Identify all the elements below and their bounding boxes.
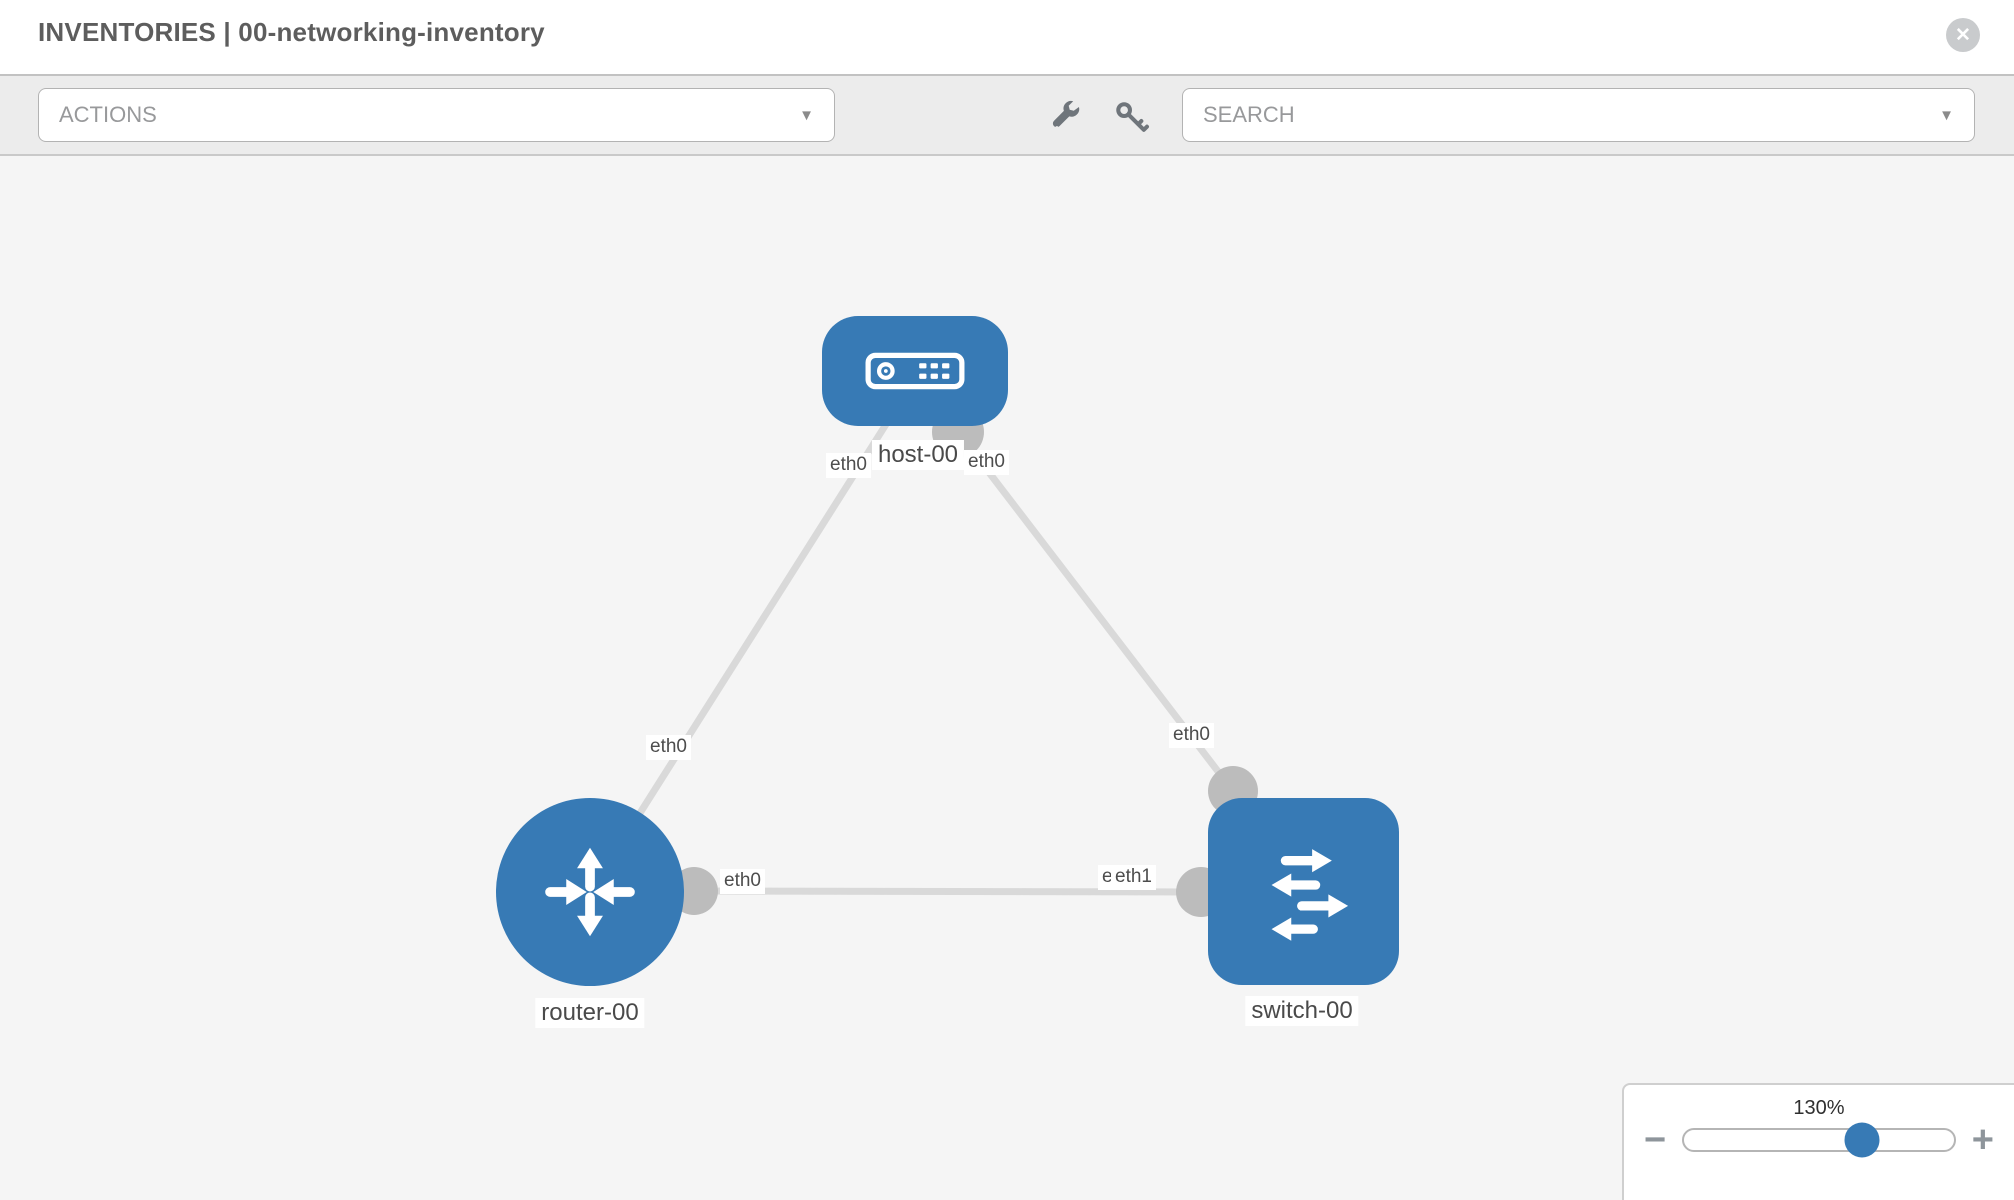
zoom-level-value: 130% [1793,1097,1845,1119]
search-dropdown[interactable]: SEARCH ▼ [1182,88,1975,142]
iface-label-switch-left-pair: eth0 eth1 [1098,865,1156,890]
link-router-switch[interactable] [693,887,1202,896]
wrench-icon[interactable] [1048,100,1084,136]
topology-canvas[interactable]: host-00 router-00 switch-00 eth0 eth0 et… [0,156,2014,1200]
chevron-down-icon: ▼ [1939,106,1954,124]
node-label-switch-00: switch-00 [1245,996,1359,1026]
header-bar: INVENTORIES | 00-networking-inventory ✕ [0,0,2014,74]
toolbar: ACTIONS ▼ SEARCH ▼ [0,74,2014,156]
zoom-out-button[interactable]: − [1644,1119,1667,1161]
node-router-00[interactable] [496,798,684,986]
iface-label-switch-top: eth0 [1169,723,1214,748]
iface-label-host-left: eth0 [826,453,871,478]
actions-dropdown[interactable]: ACTIONS ▼ [38,88,835,142]
links-layer [587,406,1258,917]
router-icon [545,847,635,937]
switch-icon [1271,848,1348,941]
zoom-control-panel: 130% − + [1622,1083,2014,1200]
iface-label-switch-eth1: eth1 [1111,865,1156,890]
close-button[interactable]: ✕ [1946,18,1980,52]
key-icon[interactable] [1114,100,1150,136]
zoom-slider-track[interactable] [1682,1122,1956,1158]
zoom-in-button[interactable]: + [1971,1119,1994,1161]
iface-label-router-uplink: eth0 [646,735,691,760]
iface-label-router-right: eth0 [720,869,765,894]
actions-dropdown-label: ACTIONS [59,102,157,127]
close-icon: ✕ [1955,24,1971,46]
iface-label-host-right: eth0 [964,450,1009,475]
host-icon [865,352,965,390]
search-placeholder: SEARCH [1203,102,1295,127]
chevron-down-icon: ▼ [799,106,814,124]
node-switch-00[interactable] [1208,798,1399,985]
node-label-host-00: host-00 [871,440,965,470]
node-label-router-00: router-00 [535,998,645,1028]
node-host-00[interactable] [822,316,1008,426]
page-title: INVENTORIES | 00-networking-inventory [38,17,545,47]
zoom-slider-thumb[interactable] [1844,1122,1880,1158]
